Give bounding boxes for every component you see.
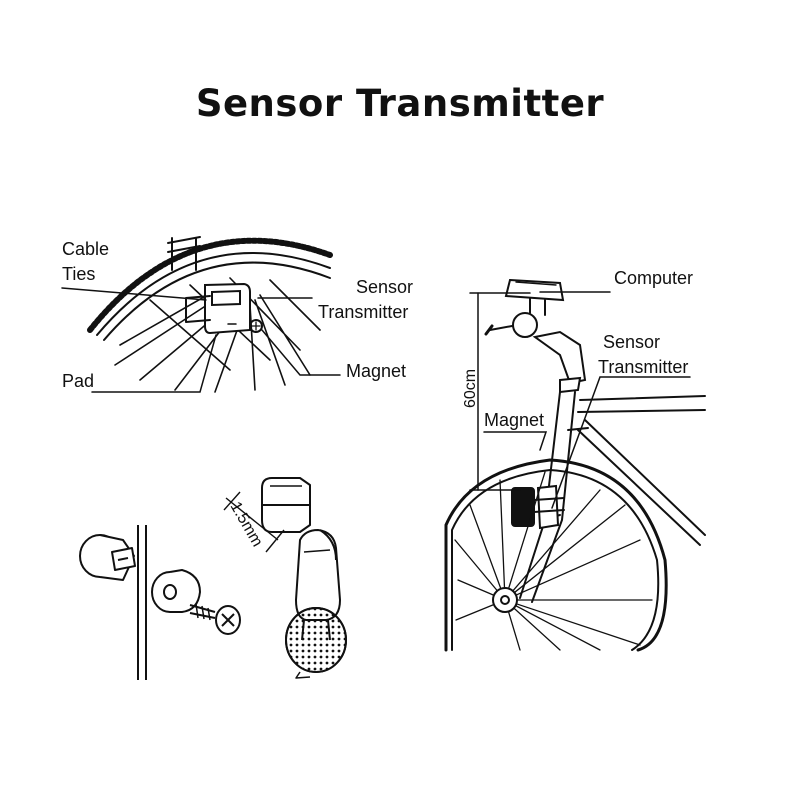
sensor-label-right: Sensor bbox=[603, 332, 661, 352]
computer-label: Computer bbox=[614, 268, 694, 288]
magnet-label-left: Magnet bbox=[346, 361, 407, 381]
pad-label: Pad bbox=[62, 371, 95, 391]
transmitter-label-right: Transmitter bbox=[598, 357, 689, 377]
page-title: Sensor Transmitter bbox=[195, 82, 605, 125]
magnet-label-right: Magnet bbox=[484, 410, 545, 430]
sensor-label-left: Sensor bbox=[356, 277, 414, 297]
magnet-assembly-illustration bbox=[79, 525, 241, 680]
sensor-side-view-illustration bbox=[223, 477, 347, 679]
cable-label: Cable bbox=[62, 239, 110, 259]
transmitter-label-left: Transmitter bbox=[318, 302, 409, 322]
ties-label: Ties bbox=[62, 264, 96, 284]
height-measurement-label: 60cm bbox=[462, 368, 479, 408]
wheel-detail-illustration bbox=[61, 236, 341, 393]
bicycle-front-illustration bbox=[444, 278, 706, 652]
